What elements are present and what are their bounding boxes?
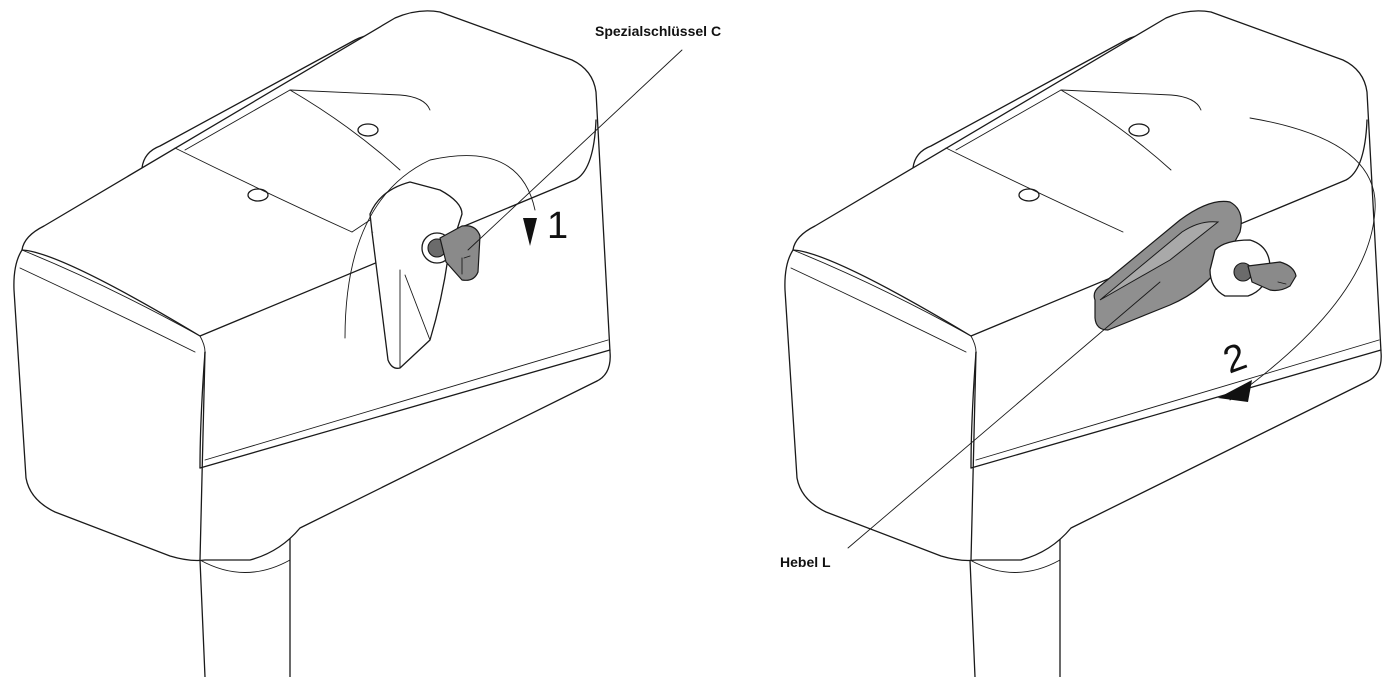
left-top-hole-1 <box>357 123 379 137</box>
left-callout-label: Spezialschlüssel C <box>595 23 721 39</box>
step-1-number: 1 <box>547 205 568 247</box>
left-callout-leader <box>467 49 683 251</box>
right-housing <box>784 10 1382 562</box>
right-motor-unit: 2 Hebel L <box>780 10 1382 677</box>
right-callout-label: Hebel L <box>780 554 831 570</box>
left-motor-unit: 1 Spezialschlüssel C <box>13 10 721 677</box>
left-housing <box>13 10 611 562</box>
rotation-path-1 <box>344 155 536 339</box>
right-top-hole-2 <box>1018 188 1040 202</box>
special-key-c <box>421 225 481 281</box>
left-top-hole-2 <box>247 188 269 202</box>
arrow-step-2 <box>1218 380 1252 402</box>
right-top-hole-1 <box>1128 123 1150 137</box>
right-key <box>1233 261 1297 292</box>
arrow-step-1 <box>523 218 537 246</box>
rotation-path-2 <box>1229 117 1376 401</box>
right-callout-leader <box>847 281 1161 549</box>
left-post <box>199 511 291 677</box>
